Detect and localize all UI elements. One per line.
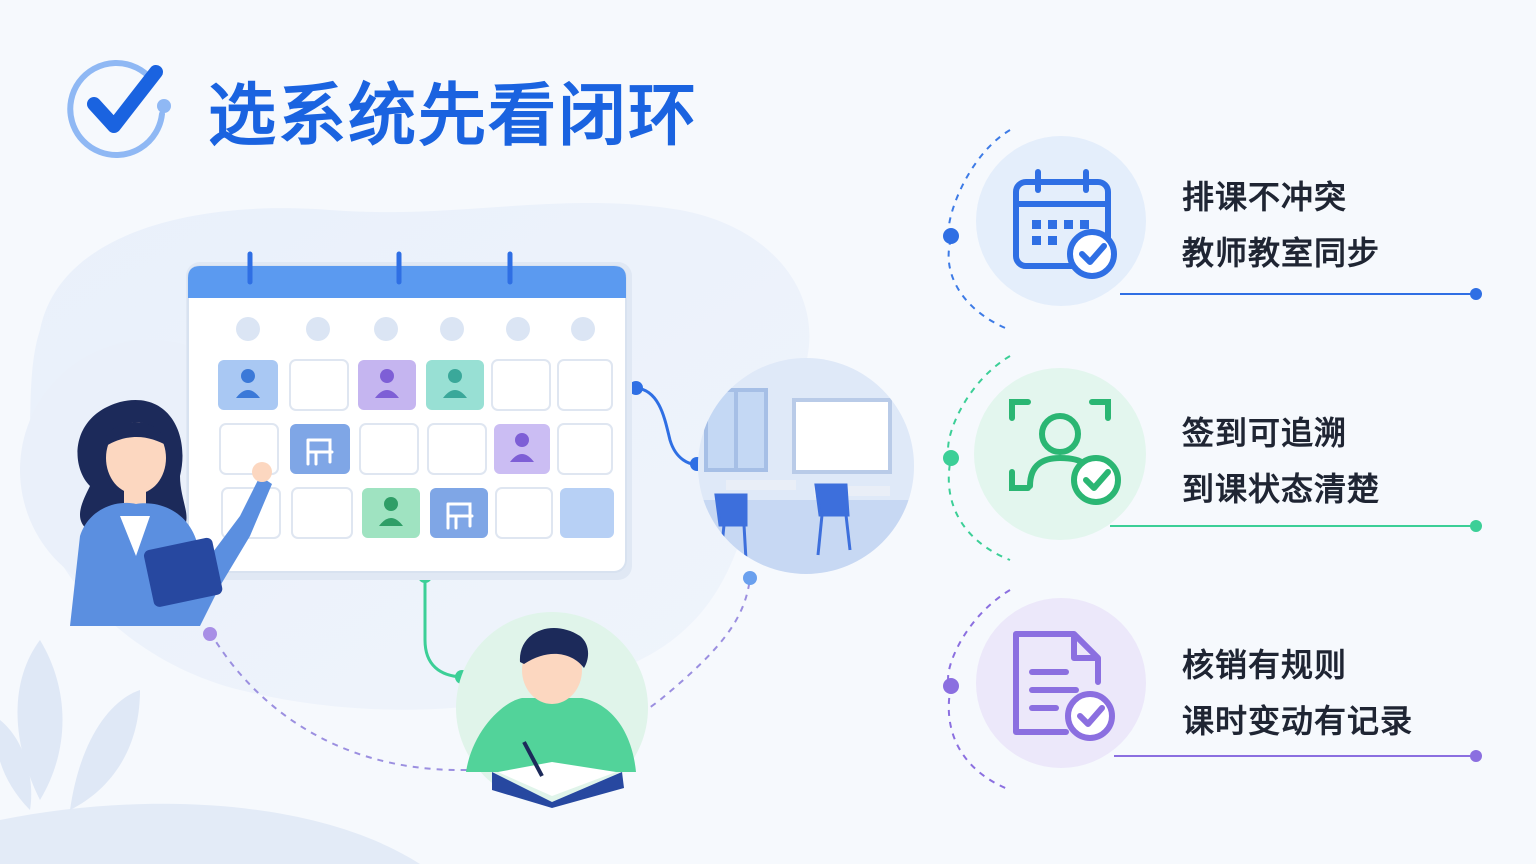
feature-writeoff-subtitle: 课时变动有记录 [1182, 702, 1414, 740]
feature-checkin [974, 368, 1146, 540]
check-circle-icon [67, 60, 171, 158]
feature-schedule-subtitle: 教师教室同步 [1182, 234, 1381, 272]
feature-schedule [976, 136, 1146, 306]
face-check-icon [974, 368, 1146, 540]
feature-writeoff-title: 核销有规则 [1182, 646, 1348, 684]
student-illustration [456, 612, 648, 808]
feature-writeoff [976, 598, 1146, 768]
teacher-illustration [70, 400, 272, 626]
feature-connectors [943, 129, 1482, 791]
classroom-illustration [698, 358, 914, 574]
feature-checkin-title: 签到可追溯 [1182, 414, 1348, 452]
document-check-icon [976, 598, 1146, 768]
calendar-illustration [186, 251, 632, 580]
calendar-check-icon [976, 136, 1146, 306]
feature-checkin-subtitle: 到课状态清楚 [1182, 470, 1381, 508]
page-title: 选系统先看闭环 [208, 77, 699, 156]
feature-schedule-title: 排课不冲突 [1182, 178, 1348, 216]
